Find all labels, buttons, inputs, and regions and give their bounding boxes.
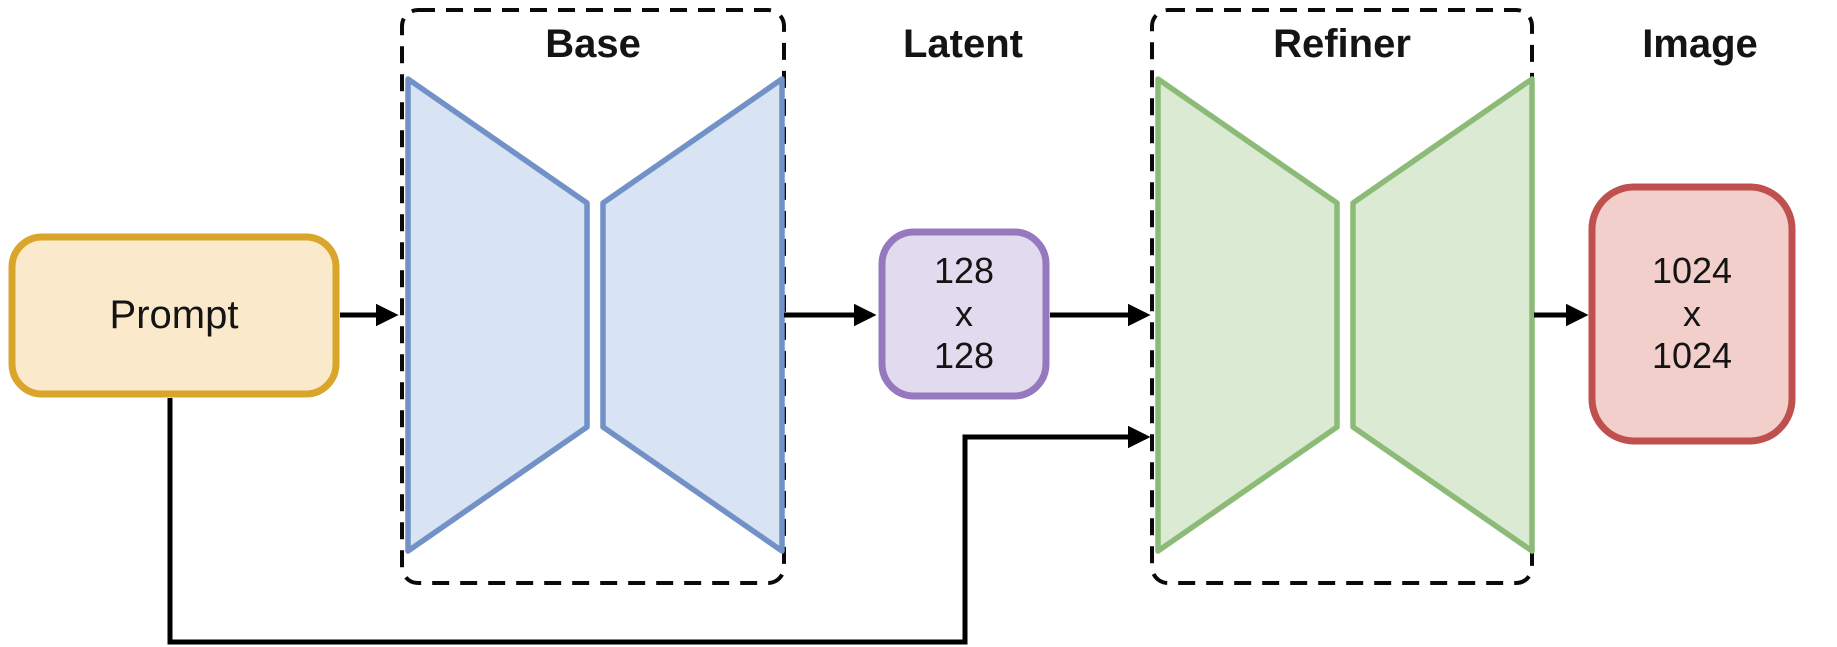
base-unet-right-shape: [600, 76, 785, 554]
prompt-box-shape: [8, 233, 340, 398]
refiner-unet-right-shape: [1350, 76, 1535, 554]
base-unet-left-shape: [405, 76, 590, 554]
refiner-title: Refiner: [1273, 22, 1411, 66]
refiner-dashed-box: [1150, 8, 1534, 585]
bypass-line-prompt-to-refiner: [167, 398, 1151, 645]
latent-title: Latent: [903, 22, 1023, 66]
image-box-shape: [1588, 183, 1796, 445]
base-title: Base: [545, 22, 641, 66]
refiner-unet-left-shape: [1155, 76, 1340, 554]
image-title: Image: [1642, 22, 1758, 66]
latent-box-shape: [878, 228, 1050, 400]
